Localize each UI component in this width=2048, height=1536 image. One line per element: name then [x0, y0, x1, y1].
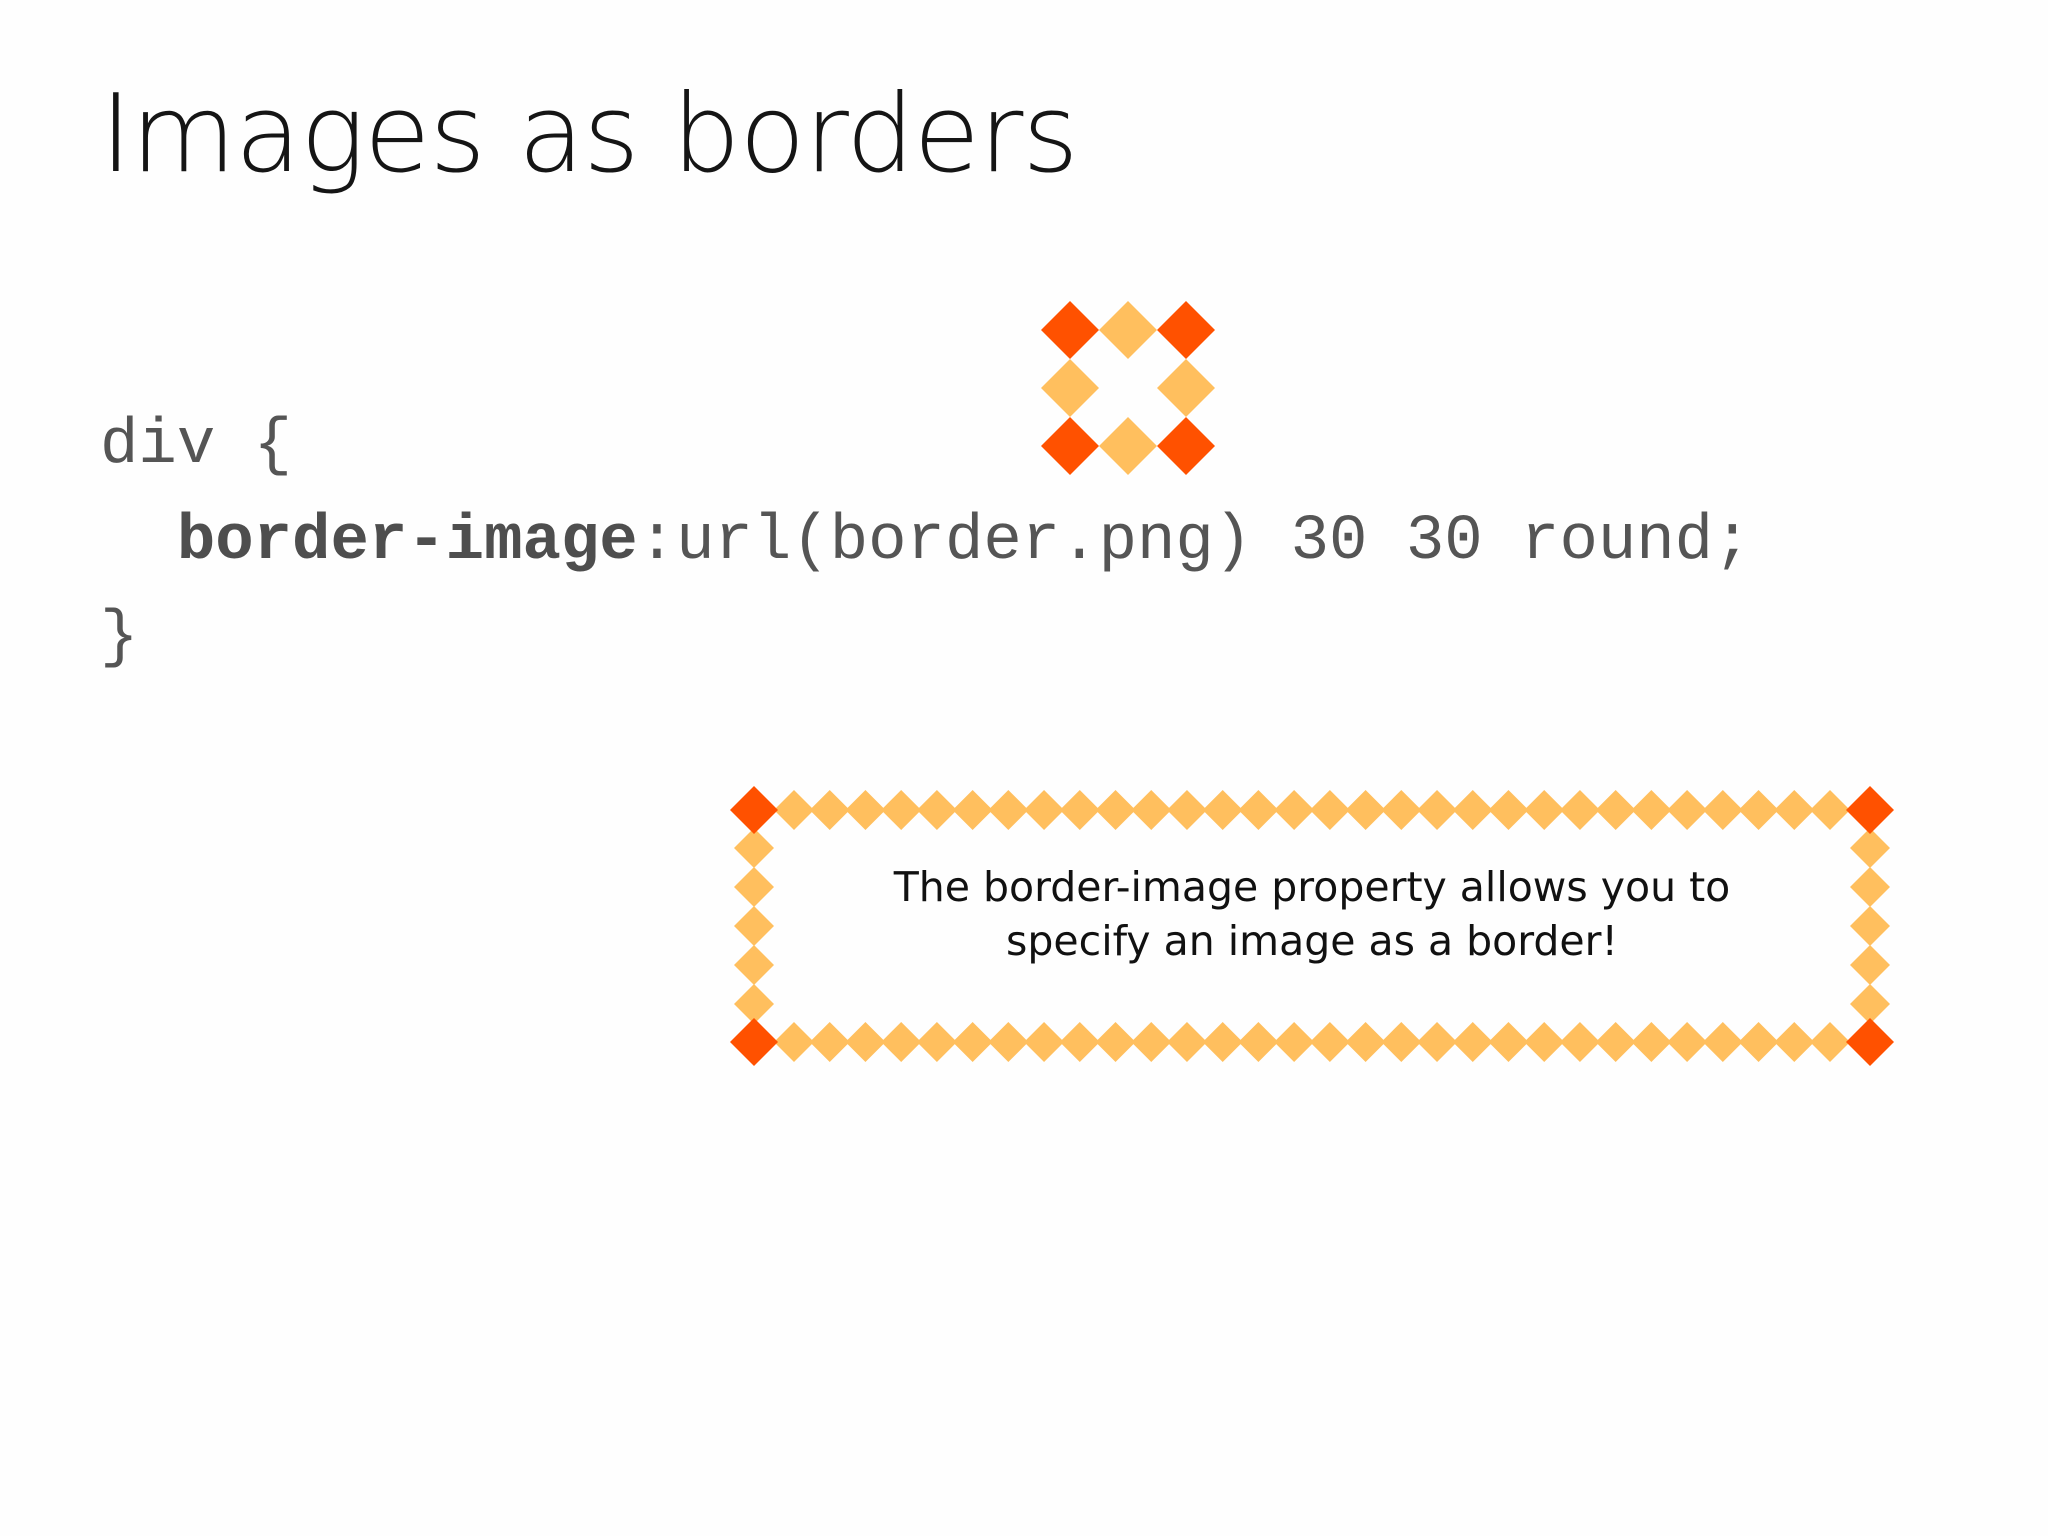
- border-edge-diamond: [1452, 1022, 1493, 1062]
- border-edge-diamond: [1452, 790, 1493, 830]
- border-corner-diamond: [1846, 1018, 1894, 1066]
- border-edge-diamond: [809, 1022, 850, 1062]
- border-edge-diamond: [1702, 790, 1743, 830]
- code-value: :url(border.png) 30 30 round;: [637, 506, 1752, 578]
- border-edge-diamond: [1850, 906, 1890, 946]
- border-edge-diamond: [1631, 1022, 1672, 1062]
- border-edge-diamond: [734, 945, 774, 985]
- border-edge-diamond: [1202, 790, 1243, 830]
- border-edge-diamond: [1850, 945, 1890, 985]
- border-edge-diamond: [774, 1022, 814, 1062]
- border-edge-diamond: [734, 906, 774, 946]
- border-edge-diamond: [1631, 790, 1672, 830]
- border-edge-diamond: [1024, 1022, 1065, 1062]
- border-edge-diamond: [1274, 790, 1315, 830]
- tile-edge-diamond: [1099, 417, 1157, 475]
- border-edge-diamond: [1738, 1022, 1779, 1062]
- border-edge-diamond: [809, 790, 850, 830]
- border-edge-diamond: [881, 1022, 922, 1062]
- border-edge-diamond: [1417, 790, 1458, 830]
- border-edge-diamond: [1850, 867, 1890, 907]
- border-edge-diamond: [1131, 1022, 1172, 1062]
- border-corner-diamond: [730, 786, 778, 834]
- tile-corner-diamond: [1157, 417, 1215, 475]
- border-edge-diamond: [1131, 790, 1172, 830]
- border-edge-diamond: [1850, 984, 1890, 1024]
- border-edge-diamond: [774, 790, 814, 830]
- border-edge-diamond: [1488, 790, 1529, 830]
- border-edge-diamond: [1774, 790, 1815, 830]
- code-property: border-image: [176, 506, 638, 578]
- border-edge-diamond: [952, 1022, 993, 1062]
- tile-edge-diamond: [1157, 359, 1215, 417]
- border-edge-diamond: [845, 1022, 886, 1062]
- border-edge-diamond: [988, 790, 1029, 830]
- border-edge-diamond: [1738, 790, 1779, 830]
- border-edge-diamond: [1559, 790, 1600, 830]
- border-edge-diamond: [1595, 790, 1636, 830]
- tile-corner-diamond: [1157, 301, 1215, 359]
- border-corner-diamond: [730, 1018, 778, 1066]
- border-corner-diamond: [1846, 786, 1894, 834]
- diamond-border-icon: [730, 786, 1894, 1066]
- border-edge-diamond: [1667, 1022, 1708, 1062]
- border-edge-diamond: [734, 984, 774, 1024]
- border-edge-diamond: [1381, 1022, 1422, 1062]
- border-edge-diamond: [1488, 1022, 1529, 1062]
- border-edge-diamond: [1309, 1022, 1350, 1062]
- border-edge-diamond: [952, 790, 993, 830]
- border-edge-diamond: [1595, 1022, 1636, 1062]
- border-edge-diamond: [1202, 1022, 1243, 1062]
- tile-edge-diamond: [1099, 301, 1157, 359]
- border-edge-diamond: [916, 1022, 957, 1062]
- border-edge-diamond: [1774, 1022, 1815, 1062]
- diamond-border-tile-icon: [1041, 301, 1215, 475]
- border-edge-diamond: [1166, 1022, 1207, 1062]
- border-edge-diamond: [1059, 790, 1100, 830]
- border-edge-diamond: [881, 790, 922, 830]
- demo-text: The border-image property allows you to …: [893, 863, 1731, 965]
- border-edge-diamond: [734, 867, 774, 907]
- border-edge-diamond: [1345, 1022, 1386, 1062]
- border-edge-diamond: [1524, 790, 1565, 830]
- border-edge-diamond: [1238, 790, 1279, 830]
- border-edge-diamond: [1810, 1022, 1850, 1062]
- border-edge-diamond: [988, 1022, 1029, 1062]
- border-edge-diamond: [1667, 790, 1708, 830]
- border-edge-diamond: [1238, 1022, 1279, 1062]
- border-edge-diamond: [1345, 790, 1386, 830]
- border-edge-diamond: [1524, 1022, 1565, 1062]
- border-edge-diamond: [916, 790, 957, 830]
- border-edge-diamond: [1559, 1022, 1600, 1062]
- border-edge-diamond: [1417, 1022, 1458, 1062]
- border-edge-diamond: [1381, 790, 1422, 830]
- border-edge-diamond: [1024, 790, 1065, 830]
- border-edge-diamond: [1166, 790, 1207, 830]
- code-snippet: div { border-image:url(border.png) 30 30…: [100, 398, 1751, 686]
- border-edge-diamond: [1850, 828, 1890, 868]
- border-edge-diamond: [1274, 1022, 1315, 1062]
- slide-title: Images as borders: [100, 72, 1079, 197]
- tile-corner-diamond: [1041, 301, 1099, 359]
- tile-edge-diamond: [1041, 359, 1099, 417]
- tile-corner-diamond: [1041, 417, 1099, 475]
- border-edge-diamond: [845, 790, 886, 830]
- border-edge-diamond: [734, 828, 774, 868]
- border-edge-diamond: [1059, 1022, 1100, 1062]
- border-edge-diamond: [1309, 790, 1350, 830]
- border-image-demo-box: The border-image property allows you to …: [728, 784, 1896, 1068]
- code-line-selector: div {: [100, 410, 293, 482]
- border-edge-diamond: [1810, 790, 1850, 830]
- border-edge-diamond: [1095, 1022, 1136, 1062]
- code-line-close: }: [100, 602, 139, 674]
- border-edge-diamond: [1702, 1022, 1743, 1062]
- border-edge-diamond: [1095, 790, 1136, 830]
